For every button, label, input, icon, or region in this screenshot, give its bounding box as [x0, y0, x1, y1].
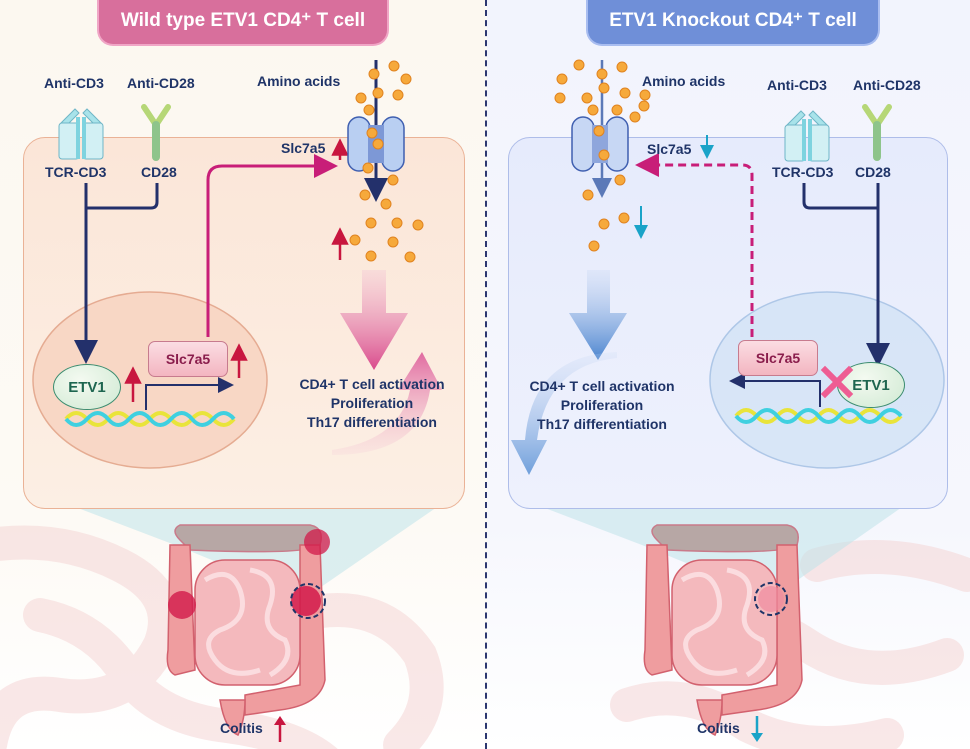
etv1-protein: ETV1	[53, 364, 121, 410]
inflammation-spot	[291, 586, 321, 616]
slc7a5-transporter-label: Slc7a5	[281, 140, 326, 156]
dna-helix-icon	[64, 411, 236, 427]
colitis-label: Colitis	[220, 720, 263, 736]
tcr-cd3-receptor-icon	[58, 108, 104, 160]
tcr-cd3-label: TCR-CD3	[45, 164, 107, 180]
outcome-text: CD4+ T cell activation Proliferation Th1…	[529, 378, 675, 432]
anti-cd28-label: Anti-CD28	[853, 77, 921, 93]
colitis-up-arrow-icon	[274, 716, 286, 742]
nucleus	[709, 291, 945, 469]
tcr-cd3-receptor-icon	[784, 110, 830, 162]
wild-type-panel: Wild type ETV1 CD4⁺ T cell Anti-CD3 Anti…	[0, 0, 485, 749]
background-intestine-illustration	[0, 525, 444, 749]
signaling-pathway-lines	[74, 60, 388, 410]
anti-cd3-label: Anti-CD3	[767, 77, 827, 93]
slc7a5-transporter-icon	[571, 116, 629, 172]
dna-helix-icon	[734, 408, 903, 424]
knockout-x-icon	[820, 365, 854, 399]
amino-acid-particles	[349, 60, 424, 263]
panel-divider	[485, 0, 487, 749]
inflammation-spot	[168, 591, 196, 619]
cd28-receptor-icon	[862, 104, 892, 161]
colitis-down-arrow-icon	[751, 716, 763, 742]
anti-cd3-label: Anti-CD3	[44, 75, 104, 91]
intestine-colitis-illustration	[166, 524, 330, 736]
panel-title: Wild type ETV1 CD4⁺ T cell	[97, 0, 389, 46]
activation-down-arrow	[511, 270, 627, 475]
inflammation-spot	[304, 529, 330, 555]
activation-up-arrow	[332, 270, 442, 455]
knockout-panel: ETV1 Knockout CD4⁺ T cell Amino acids An…	[487, 0, 970, 749]
cd28-label: CD28	[141, 164, 177, 180]
amino-acid-particles	[554, 59, 651, 252]
amino-acids-label: Amino acids	[257, 73, 341, 89]
anti-cd28-label: Anti-CD28	[127, 75, 195, 91]
panel-title: ETV1 Knockout CD4⁺ T cell	[586, 0, 880, 46]
slc7a5-transporter-label: Slc7a5	[647, 141, 692, 157]
slc7a5-gene-box: Slc7a5	[148, 341, 228, 377]
slc7a5-gene-box: Slc7a5	[738, 340, 818, 376]
amino-acids-label: Amino acids	[642, 73, 726, 89]
cd28-label: CD28	[855, 164, 891, 180]
tcr-cd3-label: TCR-CD3	[772, 164, 834, 180]
signaling-pathway-lines	[592, 60, 890, 407]
intestine-illustration	[643, 524, 803, 736]
colitis-label: Colitis	[697, 720, 740, 736]
cd28-receptor-icon	[141, 104, 171, 161]
outcome-text: CD4+ T cell activation Proliferation Th1…	[299, 376, 445, 430]
